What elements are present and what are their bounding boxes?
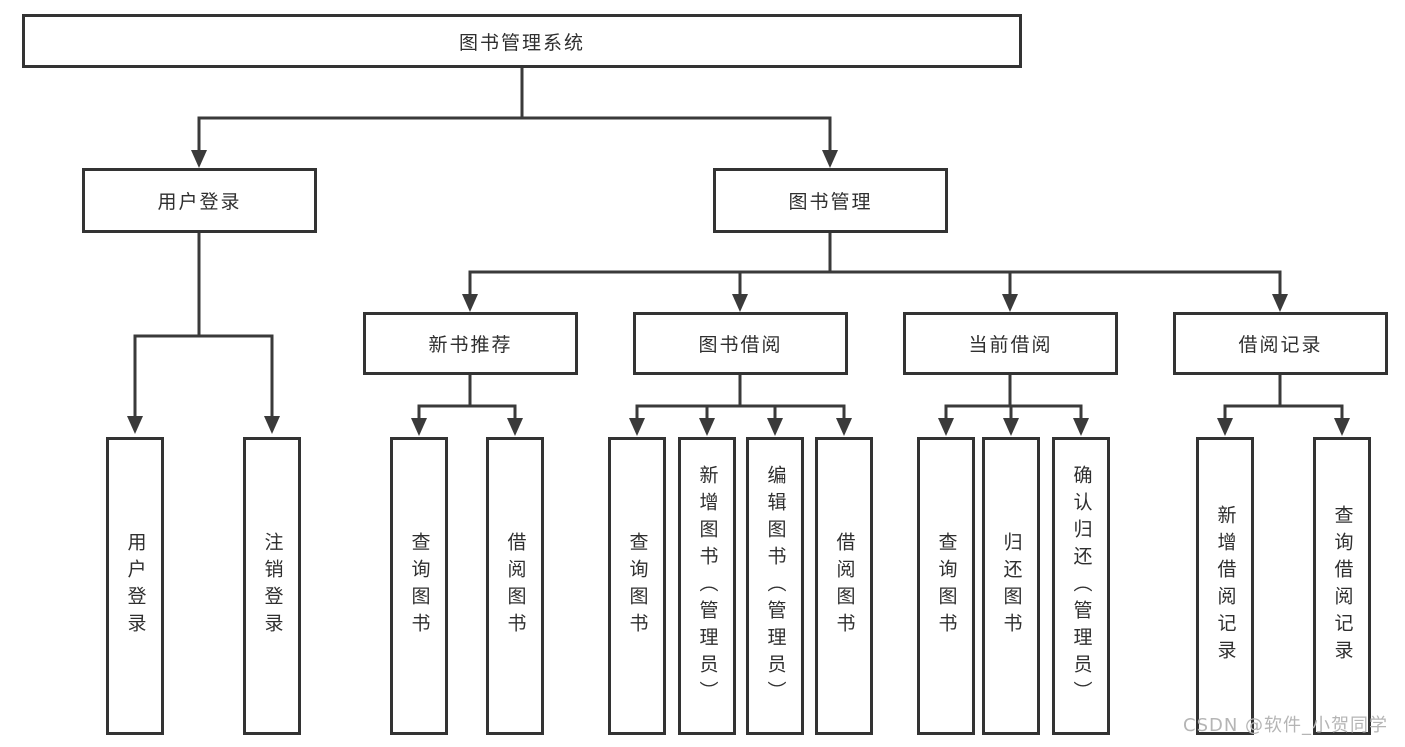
node-label: 图书管理: [788, 191, 873, 213]
leaf-return-book: 归还图书: [982, 437, 1040, 735]
node-label: 新书推荐: [428, 334, 513, 356]
leaf-label: 查询借阅记录: [1331, 505, 1354, 667]
node-book-management: 图书管理: [713, 168, 948, 233]
leaf-label: 用户登录: [124, 532, 147, 640]
leaf-add-book-admin: 新增图书（管理员）: [678, 437, 736, 735]
leaf-user-login: 用户登录: [106, 437, 164, 735]
node-borrow-records: 借阅记录: [1173, 312, 1388, 375]
leaf-query-books-borrow: 查询图书: [608, 437, 666, 735]
node-label: 图书管理系统: [458, 31, 585, 54]
leaf-label: 借阅图书: [504, 532, 527, 640]
leaf-label: 借阅图书: [833, 532, 856, 640]
node-current-borrowing: 当前借阅: [903, 312, 1118, 375]
node-book-borrowing: 图书借阅: [633, 312, 848, 375]
leaf-label: 查询图书: [408, 532, 431, 640]
leaf-confirm-return-admin: 确认归还（管理员）: [1052, 437, 1110, 735]
leaf-label: 归还图书: [1000, 532, 1023, 640]
node-new-book-recommend: 新书推荐: [363, 312, 578, 375]
leaf-add-borrow-record: 新增借阅记录: [1196, 437, 1254, 735]
leaf-query-borrow-record: 查询借阅记录: [1313, 437, 1371, 735]
node-label: 用户登录: [157, 191, 242, 213]
arrowheads: [127, 150, 1350, 436]
leaf-label: 查询图书: [935, 532, 958, 640]
node-user-login: 用户登录: [82, 168, 317, 233]
leaf-borrow-books-recommend: 借阅图书: [486, 437, 544, 735]
leaf-label: 确认归还（管理员）: [1070, 464, 1093, 708]
leaf-borrow-books: 借阅图书: [815, 437, 873, 735]
leaf-edit-book-admin: 编辑图书（管理员）: [746, 437, 804, 735]
leaf-query-books-current: 查询图书: [917, 437, 975, 735]
leaf-label: 编辑图书（管理员）: [764, 464, 787, 708]
node-label: 当前借阅: [968, 334, 1053, 356]
leaf-label: 查询图书: [626, 532, 649, 640]
node-label: 图书借阅: [698, 334, 783, 356]
leaf-label: 新增图书（管理员）: [696, 464, 719, 708]
node-label: 借阅记录: [1238, 334, 1323, 356]
leaf-label: 新增借阅记录: [1214, 505, 1237, 667]
watermark: CSDN @软件_小贺同学: [1183, 715, 1389, 736]
node-library-system: 图书管理系统: [22, 14, 1022, 68]
leaf-label: 注销登录: [261, 532, 284, 640]
leaf-query-books-recommend: 查询图书: [390, 437, 448, 735]
leaf-logout: 注销登录: [243, 437, 301, 735]
